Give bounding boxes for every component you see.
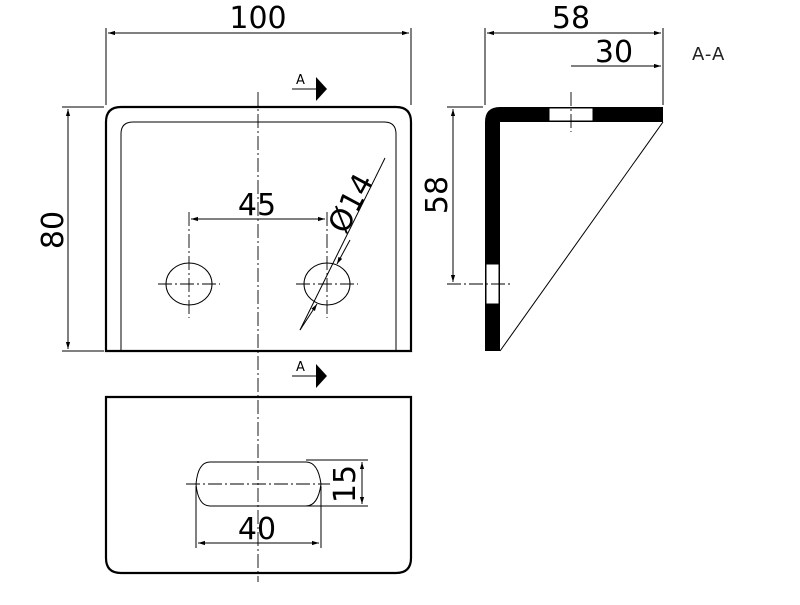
dim-height-total: 80 [36, 106, 104, 352]
dim-side-width-label: 58 [552, 1, 590, 36]
dim-side-height-label: 58 [420, 176, 455, 214]
section-label: A-A [692, 44, 725, 65]
dim-side-offset-label: 30 [595, 35, 633, 70]
section-arrow-bottom-letter: A [296, 360, 305, 375]
dim-slot-length: 40 [195, 486, 322, 548]
dim-width-total: 100 [105, 1, 412, 105]
dim-height-total-label: 80 [36, 211, 71, 249]
section-arrow-bottom: A [292, 360, 327, 388]
side-section-view [447, 92, 664, 352]
dim-hole-spacing: 45 [191, 188, 325, 223]
dim-slot-height: 15 [306, 459, 368, 507]
front-inner-bend-line [120, 121, 397, 351]
dim-side-offset: 30 [571, 35, 661, 70]
dim-hole-spacing-label: 45 [238, 188, 276, 223]
dim-slot-height-label: 15 [328, 465, 363, 503]
section-arrow-top-letter: A [296, 73, 305, 88]
side-gusset-line [499, 121, 664, 352]
bottom-outline [104, 395, 413, 575]
dim-hole-diameter-label: Ø14 [322, 168, 382, 239]
front-view [104, 92, 413, 582]
dim-hole-diameter: Ø14 [299, 157, 386, 331]
dim-side-width: 58 [484, 1, 664, 105]
dim-side-height: 58 [420, 106, 483, 282]
section-arrow-top: A [292, 73, 327, 101]
front-outline [104, 105, 413, 353]
dim-width-total-label: 100 [229, 1, 286, 36]
dim-slot-length-label: 40 [238, 512, 276, 547]
